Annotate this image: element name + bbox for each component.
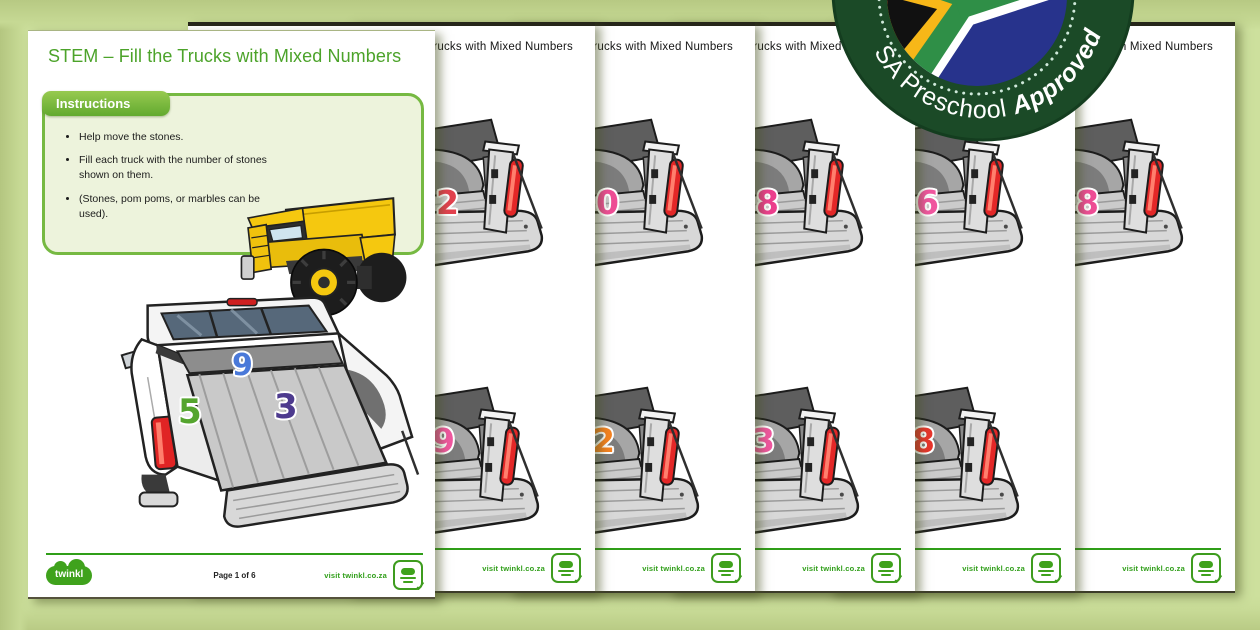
pickup-truck-illustration <box>82 277 430 537</box>
visit-link[interactable]: visit twinkl.co.za <box>802 563 865 573</box>
instruction-item: Help move the stones. <box>79 130 287 145</box>
twinkl-stamp-icon <box>1191 553 1224 588</box>
visit-link[interactable]: visit twinkl.co.za <box>642 563 705 573</box>
sa-preschool-approved-badge: SA Preschool Approved <box>831 0 1135 142</box>
instructions-list: Help move the stones. Fill each truck wi… <box>65 130 287 230</box>
visit-link[interactable]: visit twinkl.co.za <box>324 570 388 580</box>
page-title: STEM – Fill the Trucks with Mixed Number… <box>48 46 402 66</box>
instruction-item: (Stones, pom poms, or marbles can be use… <box>79 192 287 222</box>
truck-number: 2 <box>592 421 615 460</box>
truck-number: 6 <box>916 183 939 222</box>
truck-number: 8 <box>1076 183 1099 222</box>
page-number-label: Page 1 of 6 <box>213 570 256 580</box>
twinkl-stamp-icon <box>393 560 426 595</box>
instructions-panel: Instructions Help move the stones. Fill … <box>42 91 424 255</box>
visit-link[interactable]: visit twinkl.co.za <box>962 563 1025 573</box>
truck-number: 8 <box>756 183 779 222</box>
twinkl-stamp-icon <box>711 553 744 588</box>
page-1: STEM – Fill the Trucks with Mixed Number… <box>28 30 435 599</box>
page-footer: twinkl Page 1 of 6 visit twinkl.co.za <box>46 553 426 595</box>
truck-number: 9 <box>432 421 455 460</box>
truck-number: 5 <box>178 392 202 432</box>
truck-number: 0 <box>596 183 619 222</box>
footer-left: twinkl <box>46 558 172 585</box>
twinkl-logo: twinkl <box>46 558 93 585</box>
instruction-item: Fill each truck with the number of stone… <box>79 153 287 183</box>
visit-link[interactable]: visit twinkl.co.za <box>482 563 545 573</box>
truck-number: 9 <box>232 348 253 383</box>
twinkl-stamp-icon <box>1031 553 1064 588</box>
truck-number: 8 <box>912 421 935 460</box>
truck-number: 3 <box>752 421 775 460</box>
truck-number: 2 <box>436 183 459 222</box>
instructions-header: Instructions <box>42 91 170 116</box>
twinkl-stamp-icon <box>871 553 904 588</box>
twinkl-stamp-icon <box>551 553 584 588</box>
visit-link[interactable]: visit twinkl.co.za <box>1122 563 1185 573</box>
truck-number: 3 <box>274 387 298 427</box>
footer-right: visit twinkl.co.za <box>297 560 426 595</box>
